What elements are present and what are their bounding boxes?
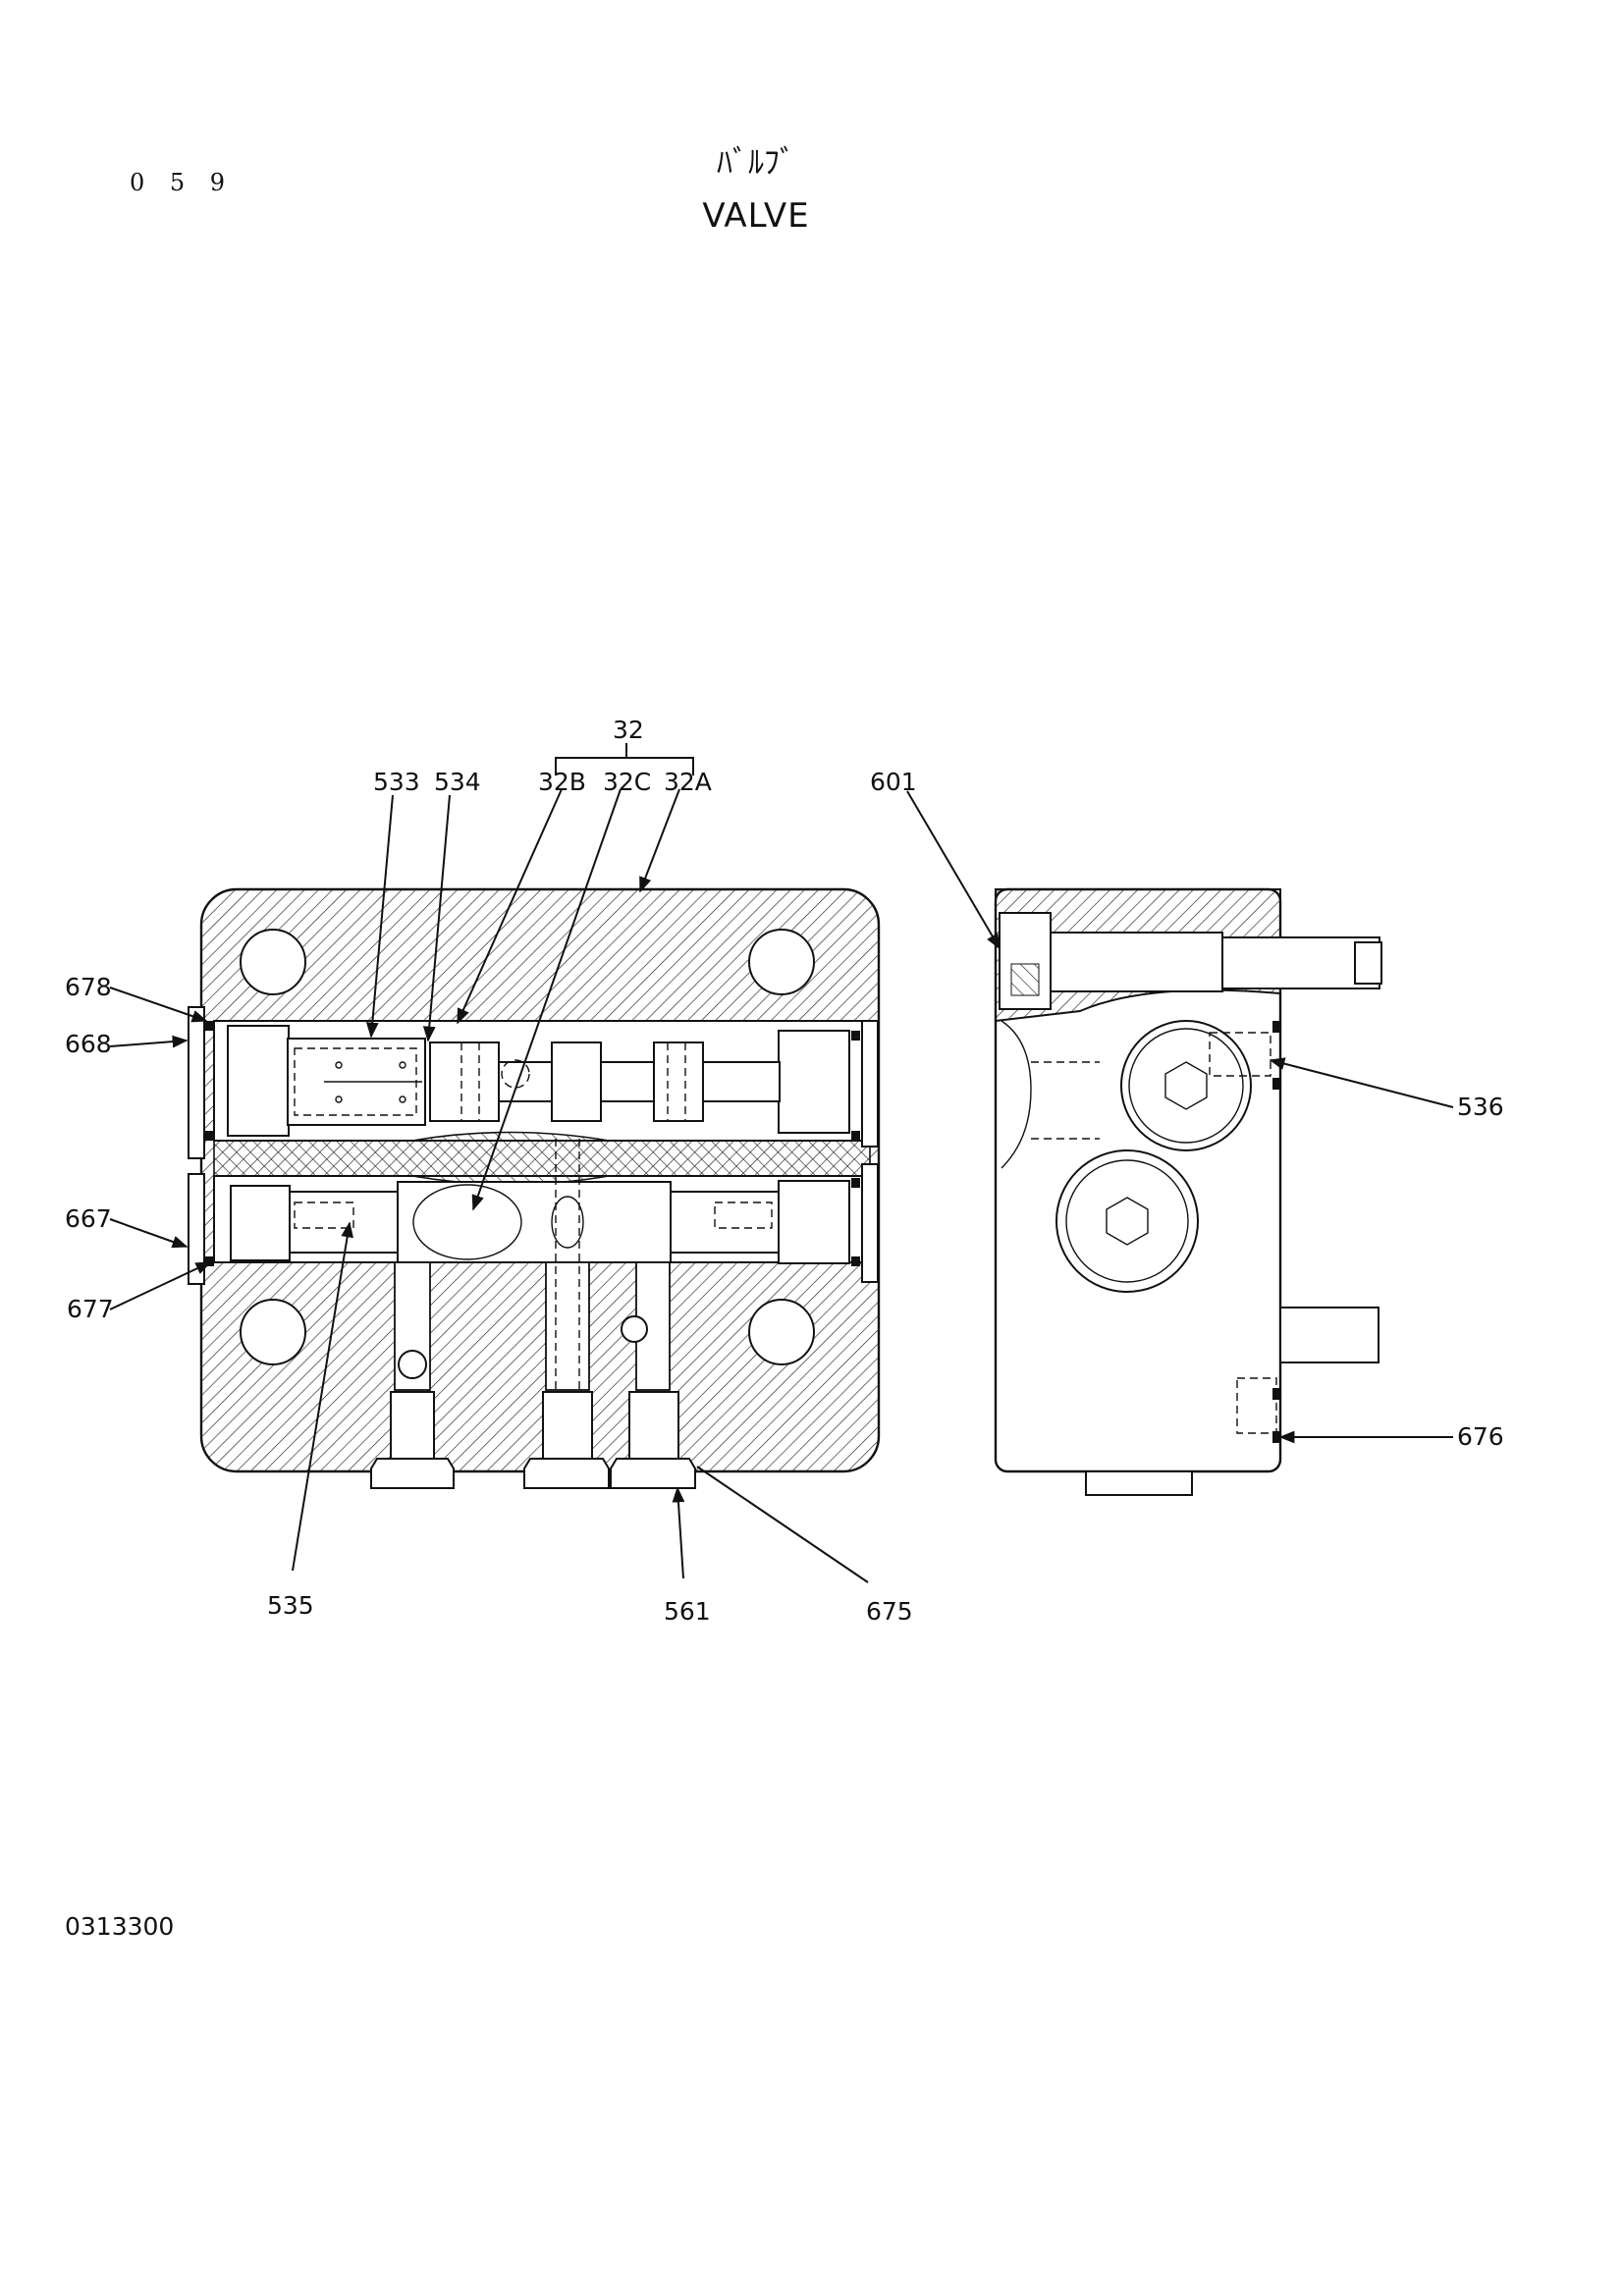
front-section-view: [188, 887, 881, 1489]
drawing-code: 0313300: [65, 1912, 175, 1941]
callout-32C: 32C: [603, 768, 651, 796]
end-cap-right-upper: [861, 1020, 879, 1148]
title-japanese: ﾊﾞﾙﾌﾞ: [716, 143, 795, 181]
bolt-601-shank: [1050, 932, 1223, 992]
callout-601: 601: [870, 768, 917, 796]
callout-32A: 32A: [664, 768, 712, 796]
bolt-hole: [240, 1299, 306, 1365]
plug-lower: [1055, 1149, 1199, 1293]
callout-32B: 32B: [538, 768, 586, 796]
callout-667: 667: [65, 1204, 112, 1233]
callout-labels: 32 32B 32C 32A 533 534 601 678 668 667 6…: [65, 716, 1504, 1626]
callout-32: 32: [613, 716, 644, 744]
callout-676: 676: [1457, 1422, 1504, 1451]
title-english: VALVE: [702, 196, 810, 236]
callout-678: 678: [65, 973, 112, 1001]
bore-web: [213, 1131, 871, 1186]
callout-534: 534: [434, 768, 481, 796]
page-number: 0 5 9: [130, 169, 235, 196]
callout-535: 535: [267, 1591, 314, 1620]
end-cap-667: [188, 1173, 205, 1285]
end-cap-right-lower: [861, 1163, 879, 1283]
callout-677: 677: [67, 1295, 114, 1323]
bolt-hole: [748, 1299, 815, 1365]
bolt-hole: [240, 929, 306, 995]
side-view: [994, 887, 1382, 1496]
callout-561: 561: [664, 1597, 711, 1626]
callout-668: 668: [65, 1030, 112, 1058]
end-cap-668: [188, 1006, 205, 1159]
plug-upper: [1120, 1020, 1252, 1151]
callout-536: 536: [1457, 1093, 1504, 1121]
callout-675: 675: [866, 1597, 913, 1626]
callout-533: 533: [373, 768, 420, 796]
callout-lines: [109, 743, 1454, 1583]
bolt-hole: [748, 929, 815, 995]
